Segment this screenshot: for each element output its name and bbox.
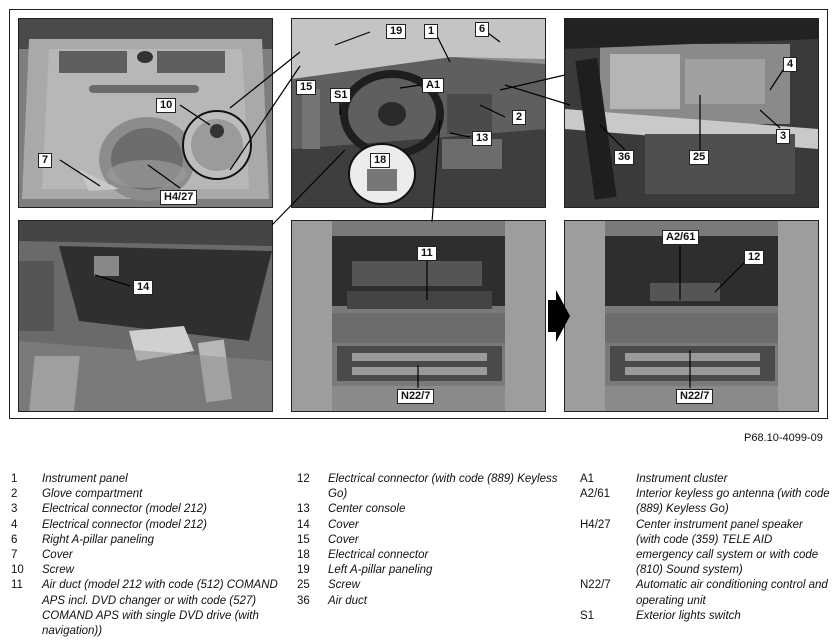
legend-text: Electrical connector (model 212) xyxy=(42,503,207,516)
legend-key: 36 xyxy=(297,594,310,607)
legend-row: 1 Instrument panel xyxy=(11,472,281,487)
callout-11: 11 xyxy=(417,246,437,261)
legend-text: Air duct (model 212 with code (512) COMA… xyxy=(42,579,278,638)
legend-row: 6 Right A-pillar paneling xyxy=(11,533,281,548)
dashboard-image xyxy=(292,19,545,207)
legend-text: Electrical connector xyxy=(328,549,429,562)
legend-row: 7 Cover xyxy=(11,548,281,563)
legend-key: 10 xyxy=(11,564,24,577)
legend-text: Air duct xyxy=(328,594,367,607)
legend-key: 18 xyxy=(297,549,310,562)
callout-18: 18 xyxy=(370,153,391,168)
legend-text: Center instrument panel speaker (with co… xyxy=(636,518,819,577)
legend-text: Instrument panel xyxy=(42,473,128,485)
legend-text: Automatic air conditioning control and o… xyxy=(636,579,828,607)
legend-row: 4 Electrical connector (model 212) xyxy=(11,518,281,533)
callout-7: 7 xyxy=(38,153,53,168)
legend-column-3: A1 Instrument cluster A2/61 Interior keyle… xyxy=(580,472,830,624)
legend-key: 13 xyxy=(297,503,310,516)
legend-key: 2 xyxy=(11,488,18,501)
legend-text: Cover xyxy=(42,549,73,562)
legend-row: 19 Left A-pillar paneling xyxy=(297,563,567,578)
callout-14: 14 xyxy=(133,280,154,295)
callout-15: 15 xyxy=(296,80,317,95)
legend-key: H4/27 xyxy=(580,518,611,531)
legend-row: A1 Instrument cluster xyxy=(580,472,830,487)
legend-row: 15 Cover xyxy=(297,533,567,548)
callout-12: 12 xyxy=(744,250,765,265)
legend-key: 1 xyxy=(11,473,18,485)
callout-h4-27: H4/27 xyxy=(160,190,198,205)
keyless-antenna-image xyxy=(565,221,818,411)
legend-row: 11 Air duct (model 212 with code (512) CO… xyxy=(11,578,281,639)
legend-key: 6 xyxy=(11,533,18,546)
legend-row: 25 Screw xyxy=(297,578,567,593)
legend-text: Left A-pillar paneling xyxy=(328,564,433,577)
legend-row: S1 Exterior lights switch xyxy=(580,609,830,624)
legend-key: 3 xyxy=(11,503,18,516)
legend-row: 3 Electrical connector (model 212) xyxy=(11,502,281,517)
legend-text: Exterior lights switch xyxy=(636,609,741,622)
callout-1: 1 xyxy=(424,24,439,39)
legend-key: 7 xyxy=(11,549,18,562)
legend-key: 19 xyxy=(297,564,310,577)
legend-text: Interior keyless go antenna (with code (… xyxy=(636,488,830,516)
callout-25: 25 xyxy=(689,150,710,165)
legend-key: A2/61 xyxy=(580,488,611,501)
legend-text: Center console xyxy=(328,503,406,516)
callout-s1: S1 xyxy=(330,88,352,103)
callout-6: 6 xyxy=(475,22,490,37)
callout-13: 13 xyxy=(472,131,493,146)
legend-row: 13 Center console xyxy=(297,502,567,517)
legend-text: Screw xyxy=(328,579,360,592)
legend-row: N22/7 Automatic air conditioning control … xyxy=(580,578,830,608)
legend-row: 2 Glove compartment xyxy=(11,487,281,502)
legend-row: A2/61 Interior keyless go antenna (with c… xyxy=(580,487,830,517)
callout-a1: A1 xyxy=(422,78,445,93)
legend-text: Cover xyxy=(328,518,359,531)
legend-text: Electrical connector (with code (889) Ke… xyxy=(328,473,558,501)
legend-row: 14 Cover xyxy=(297,518,567,533)
photo-footwell xyxy=(18,220,273,412)
callout-n22-7-antenna: N22/7 xyxy=(676,389,714,404)
legend-text: Instrument cluster xyxy=(636,473,728,485)
legend-text: Screw xyxy=(42,564,74,577)
legend-key: 14 xyxy=(297,518,310,531)
legend-text: Cover xyxy=(328,533,359,546)
photo-connector xyxy=(564,18,819,208)
connector-image xyxy=(565,19,818,207)
photo-dashboard xyxy=(291,18,546,208)
legend-key: 25 xyxy=(297,579,310,592)
callout-2: 2 xyxy=(512,110,527,125)
legend-key: 12 xyxy=(297,473,310,485)
legend-key: 15 xyxy=(297,533,310,546)
legend-row: 36 Air duct xyxy=(297,594,567,609)
callout-a2-61: A2/61 xyxy=(662,230,700,245)
callout-3: 3 xyxy=(776,129,791,144)
legend-key: S1 xyxy=(580,609,595,622)
legend-row: 18 Electrical connector xyxy=(297,548,567,563)
legend-row: H4/27 Center instrument panel speaker (wi… xyxy=(580,518,830,579)
legend-key: 11 xyxy=(11,579,23,592)
legend-text: Right A-pillar paneling xyxy=(42,533,155,546)
callout-36: 36 xyxy=(614,150,635,165)
legend-row: 10 Screw xyxy=(11,563,281,578)
callout-4: 4 xyxy=(783,57,798,72)
legend-column-2: 12 Electrical connector (with code (889) … xyxy=(297,472,567,609)
legend-key: N22/7 xyxy=(580,579,611,592)
legend-text: Electrical connector (model 212) xyxy=(42,518,207,531)
legend-key: 4 xyxy=(11,518,18,531)
legend-key: A1 xyxy=(580,473,595,485)
callout-19: 19 xyxy=(386,24,407,39)
photo-keyless-antenna xyxy=(564,220,819,412)
legend-text: Glove compartment xyxy=(42,488,143,501)
callout-10: 10 xyxy=(156,98,177,113)
photo-speaker-cover xyxy=(18,18,273,208)
callout-n22-7-console: N22/7 xyxy=(397,389,435,404)
legend-row: 12 Electrical connector (with code (889) … xyxy=(297,472,567,502)
speaker-cover-image xyxy=(19,19,272,207)
figure-reference: P68.10-4099-09 xyxy=(744,432,823,444)
footwell-image xyxy=(19,221,272,411)
